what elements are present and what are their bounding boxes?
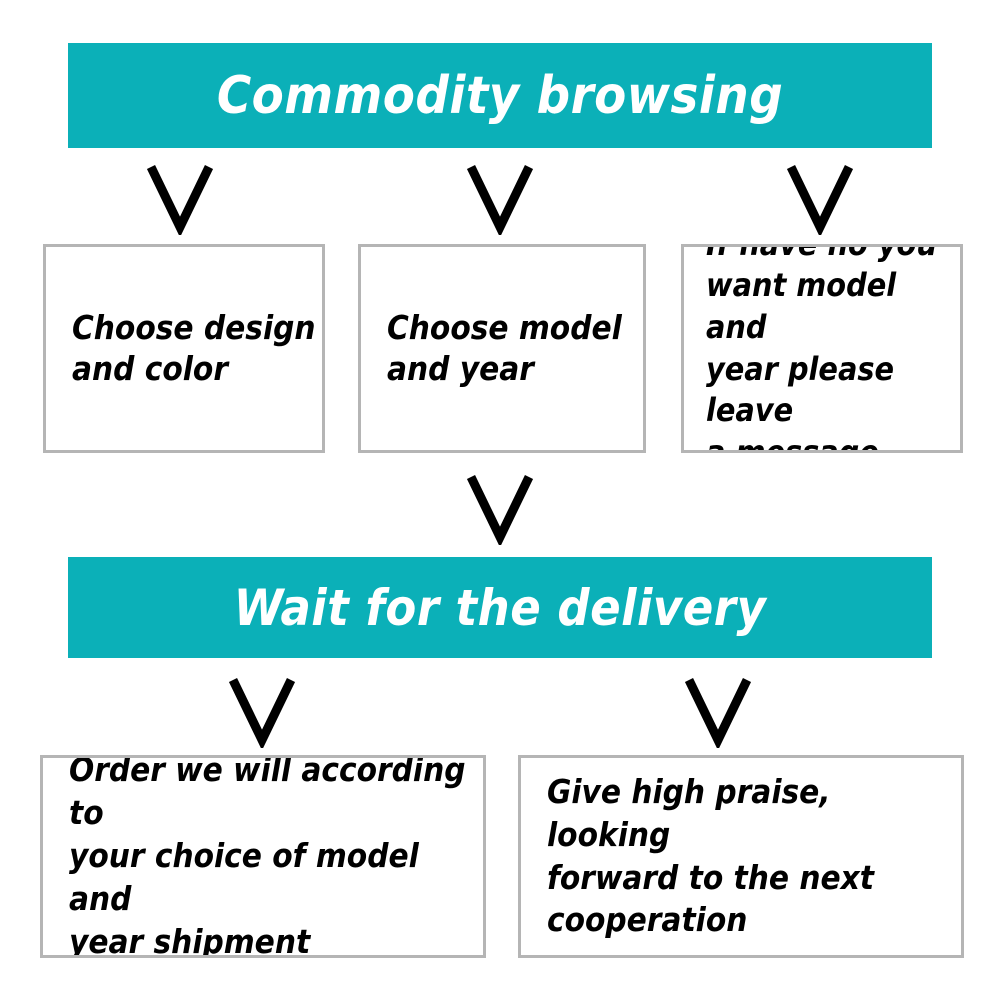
step-box-choose-design-and-color-label: Choose design and color [72,308,316,388]
step-box-choose-model-and-year-label: Choose model and year [387,308,622,388]
step-box-order-shipment-label: Order we will according to your choice o… [69,755,466,958]
chevron-down-icon [785,163,855,235]
step-box-choose-model-and-year: Choose model and year [358,244,646,453]
chevron-down-icon [227,676,297,748]
chevron-down-icon [145,163,215,235]
step-box-choose-design-and-color: Choose design and color [43,244,325,453]
step-box-give-high-praise-label: Give high praise, looking forward to the… [547,771,874,940]
banner-commodity-browsing: Commodity browsing [68,43,932,148]
banner-commodity-browsing-label: Commodity browsing [216,65,784,126]
chevron-down-icon [465,163,535,235]
chevron-down-icon [683,676,753,748]
banner-wait-for-the-delivery: Wait for the delivery [68,557,932,658]
step-box-order-shipment: Order we will according to your choice o… [40,755,486,958]
banner-wait-for-the-delivery-label: Wait for the delivery [233,578,767,637]
step-box-give-high-praise: Give high praise, looking forward to the… [518,755,964,958]
step-box-leave-a-message-label: If have no you want model and year pleas… [706,247,937,453]
step-box-leave-a-message: If have no you want model and year pleas… [681,244,963,453]
chevron-down-icon [465,473,535,545]
